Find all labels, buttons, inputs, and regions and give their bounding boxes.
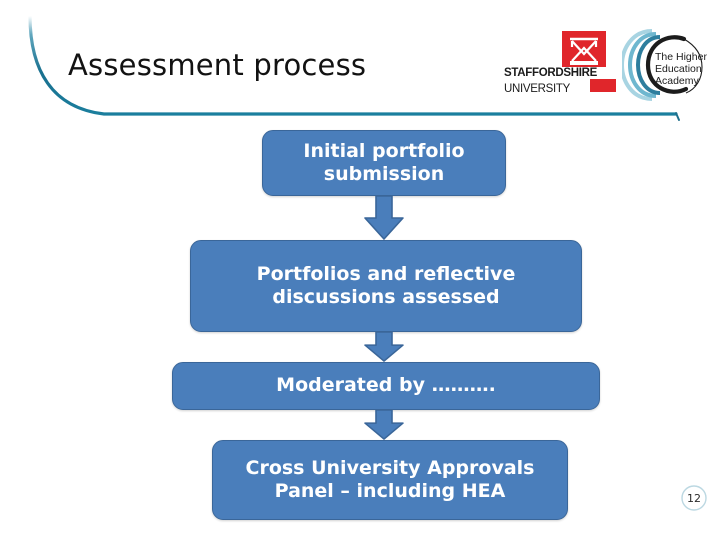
- slide-header: Assessment process STAFFORDSHIRE UNIVERS…: [0, 0, 720, 126]
- flow-step-initial-portfolio-submission[interactable]: Initial portfolio submission: [262, 130, 506, 196]
- staffordshire-logo-line1: STAFFORDSHIRE: [504, 67, 597, 79]
- flow-step-cross-university-approvals-panel[interactable]: Cross University Approvals Panel – inclu…: [212, 440, 568, 520]
- flow-connector-down-arrow-icon: [364, 332, 404, 362]
- assessment-process-flowchart: Initial portfolio submission Portfolios …: [0, 120, 720, 530]
- page-number: 12: [687, 491, 701, 505]
- flow-step-label: Initial portfolio submission: [303, 139, 465, 185]
- hea-arcs-icon: The Higher Education Academy: [619, 29, 707, 101]
- page-number-circle-icon: [681, 485, 707, 511]
- page-number-badge: 12: [679, 483, 709, 513]
- staffordshire-crest-icon: [562, 31, 616, 92]
- svg-text:The Higher: The Higher: [655, 51, 707, 63]
- flow-connector-down-arrow-icon: [364, 410, 404, 440]
- staffordshire-logo-line2: UNIVERSITY: [504, 83, 571, 95]
- flow-connector-down-arrow-icon: [364, 196, 404, 240]
- flow-step-label: Moderated by ……….: [276, 374, 496, 397]
- page-title: Assessment process: [68, 48, 367, 82]
- logo-group: STAFFORDSHIRE UNIVERSITY The Higher Educ…: [504, 26, 710, 104]
- svg-text:Academy: Academy: [655, 75, 700, 87]
- higher-education-academy-logo: The Higher Education Academy: [619, 27, 710, 103]
- flow-step-moderated-by[interactable]: Moderated by ……….: [172, 362, 600, 410]
- flow-step-label: Portfolios and reflective discussions as…: [256, 262, 516, 308]
- staffordshire-university-logo: STAFFORDSHIRE UNIVERSITY: [504, 29, 616, 101]
- flow-step-portfolios-reflective-discussions-assessed[interactable]: Portfolios and reflective discussions as…: [190, 240, 582, 332]
- svg-text:Education: Education: [655, 63, 702, 75]
- flow-step-label: Cross University Approvals Panel – inclu…: [245, 456, 535, 502]
